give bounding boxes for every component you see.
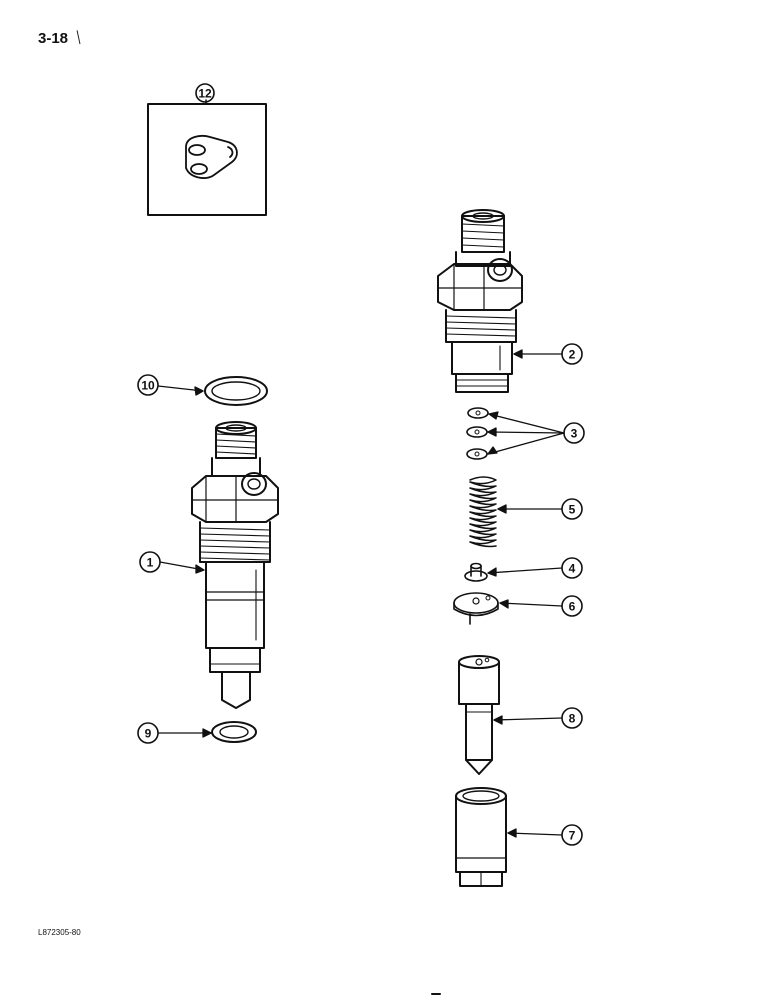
callout-8-label: 8 [569, 712, 576, 726]
callout-1-label: 1 [147, 556, 154, 570]
callout-2: 2 [561, 343, 583, 365]
callout-6-label: 6 [569, 600, 576, 614]
inset-panel: 12 [147, 83, 267, 216]
callout-10-label: 10 [141, 379, 155, 393]
callout-3-label: 3 [571, 427, 578, 441]
callout-9-label: 9 [145, 727, 152, 741]
callout-7-label: 7 [569, 829, 576, 843]
figure-code: L872305-80 [38, 928, 81, 937]
nozzle-8 [458, 655, 500, 775]
page-number: 3-18 [38, 30, 69, 47]
o-ring-10 [204, 376, 268, 406]
callout-4: 4 [561, 557, 583, 579]
washer-9 [211, 721, 257, 743]
nozzle-holder-2 [437, 209, 523, 393]
leader-lines [157, 349, 565, 838]
callout-5-label: 5 [569, 503, 576, 517]
shims-3 [466, 407, 489, 460]
callout-6: 6 [561, 595, 583, 617]
callout-5: 5 [561, 498, 583, 520]
callout-9: 9 [137, 722, 159, 744]
spring-seat-4 [464, 562, 488, 582]
seal-washer-clip [185, 134, 238, 179]
callout-10: 10 [137, 374, 159, 396]
callout-2-label: 2 [569, 348, 576, 362]
callout-12-label: 12 [198, 87, 212, 101]
nozzle-nut-7 [455, 787, 507, 887]
callout-1: 1 [139, 551, 161, 573]
intermediate-plate-6 [453, 592, 499, 625]
injector-body-1 [191, 421, 279, 709]
callout-8: 8 [561, 707, 583, 729]
callout-3: 3 [563, 422, 585, 444]
callout-4-label: 4 [569, 562, 576, 576]
spring-5 [469, 476, 497, 548]
callout-7: 7 [561, 824, 583, 846]
